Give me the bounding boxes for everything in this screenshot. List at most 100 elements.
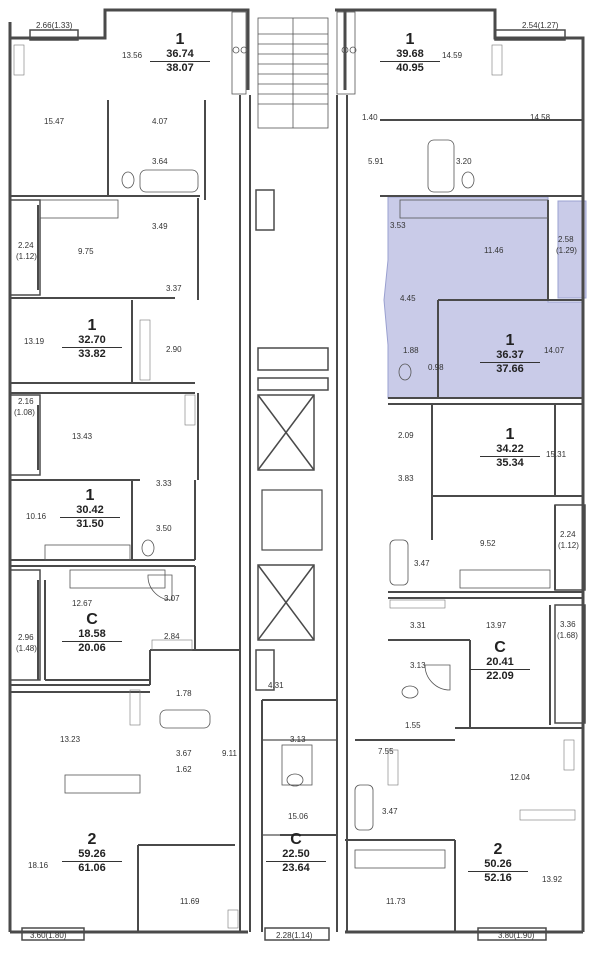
apartment-total-area: 22.09 (470, 669, 530, 683)
apartment-total-area: 38.07 (150, 61, 210, 75)
room-area: (1.12) (16, 252, 37, 261)
room-area: 15.47 (44, 117, 65, 126)
room-area: 2.16 (18, 397, 34, 406)
kitchen-fixtures (39, 11, 551, 869)
room-area: 4.31 (268, 681, 284, 690)
apartment-area: 39.68 (396, 48, 424, 60)
room-area: 3.47 (382, 807, 398, 816)
room-area: (1.12) (558, 541, 579, 550)
room-area: 13.43 (72, 432, 93, 441)
room-area: 3.49 (152, 222, 168, 231)
apartment-total-area: 23.64 (266, 861, 326, 875)
apartment-total-area: 20.06 (62, 641, 122, 655)
apartment-total-area: 33.82 (62, 347, 122, 361)
apartment-area: 30.42 (76, 504, 104, 516)
room-area: 3.67 (176, 749, 192, 758)
room-area: 3.60(1.80) (30, 931, 67, 940)
room-area: 13.19 (24, 337, 45, 346)
apartment-10-label: С 22.50 23.64 (266, 832, 326, 875)
apartment-area: 36.37 (496, 349, 524, 361)
room-area: 1.55 (405, 721, 421, 730)
outer-walls (8, 8, 585, 934)
room-area: 3.53 (390, 221, 406, 230)
room-area: 2.24 (560, 530, 576, 539)
room-area: 10.16 (26, 512, 47, 521)
staircase (257, 17, 329, 129)
room-area: 1.88 (403, 346, 419, 355)
bathroom-fixtures (121, 139, 475, 831)
room-area: 3.31 (410, 621, 426, 630)
apartment-11-label: 2 50.26 52.16 (468, 842, 528, 885)
apartment-rooms: С (86, 611, 98, 628)
room-area: 4.45 (400, 294, 416, 303)
room-area: 0.98 (428, 363, 444, 372)
room-area: 18.16 (28, 861, 49, 870)
room-area: 13.23 (60, 735, 81, 744)
apartment-1-label: 1 36.74 38.07 (150, 32, 210, 75)
room-area: 3.13 (410, 661, 426, 670)
room-area: 9.11 (222, 749, 237, 758)
apartment-total-area: 31.50 (60, 517, 120, 531)
apartment-area: 59.26 (78, 848, 106, 860)
room-area: 3.50 (156, 524, 172, 533)
room-area: 1.62 (176, 765, 192, 774)
apartment-rooms: 1 (505, 332, 515, 349)
room-area: 11.69 (180, 897, 200, 906)
room-area: 3.20 (456, 157, 472, 166)
room-area: 7.55 (378, 747, 394, 756)
room-area: 11.73 (386, 897, 406, 906)
room-area: 3.33 (156, 479, 172, 488)
room-area: 2.58 (558, 235, 574, 244)
room-area: 11.46 (484, 246, 504, 255)
room-area: 1.40 (362, 113, 378, 122)
apartment-rooms: 1 (175, 31, 185, 48)
apartment-2-label: 1 39.68 40.95 (380, 32, 440, 75)
room-area: 2.96 (18, 633, 34, 642)
apartment-rooms: 2 (87, 831, 97, 848)
elevator-shafts (255, 189, 329, 691)
room-area: 2.28(1.14) (276, 931, 313, 940)
apartment-total-area: 40.95 (380, 61, 440, 75)
apartment-area: 18.58 (78, 628, 106, 640)
room-area: 5.91 (368, 157, 384, 166)
apartment-area: 20.41 (486, 656, 514, 668)
apartment-4-label[interactable]: 1 36.37 37.66 (480, 333, 540, 376)
balconies (9, 29, 586, 941)
room-area: (1.48) (16, 644, 37, 653)
room-area: 15.06 (288, 812, 309, 821)
room-area: 3.36 (560, 620, 576, 629)
room-area: 3.37 (166, 284, 182, 293)
apartment-total-area: 37.66 (480, 362, 540, 376)
room-area: 3.64 (152, 157, 168, 166)
apartment-rooms: С (494, 639, 506, 656)
apartment-total-area: 35.34 (480, 456, 540, 470)
apartment-9-label: 2 59.26 61.06 (62, 832, 122, 875)
apartment-rooms: 1 (505, 426, 515, 443)
apartment-6-label: 1 30.42 31.50 (60, 488, 120, 531)
apartment-area: 36.74 (166, 48, 194, 60)
apartment-area: 32.70 (78, 334, 106, 346)
room-area: 2.84 (164, 632, 180, 641)
wardrobe-hatching (13, 44, 576, 929)
apartment-7-label: С 18.58 20.06 (62, 612, 122, 655)
apartment-total-area: 61.06 (62, 861, 122, 875)
interior-walls (10, 95, 583, 932)
room-area: 3.07 (164, 594, 180, 603)
room-area: 15.31 (546, 450, 567, 459)
room-area: 12.67 (72, 599, 93, 608)
apartment-rooms: 2 (493, 841, 503, 858)
apartment-5-label: 1 34.22 35.34 (480, 427, 540, 470)
room-area: 2.09 (398, 431, 414, 440)
apartment-rooms: С (290, 831, 302, 848)
room-area: 4.07 (152, 117, 168, 126)
room-area: 12.04 (510, 773, 531, 782)
apartment-area: 34.22 (496, 443, 524, 455)
highlighted-apartment[interactable] (383, 196, 587, 399)
room-area: 14.58 (530, 113, 551, 122)
apartment-total-area: 52.16 (468, 871, 528, 885)
room-area: 14.59 (442, 51, 463, 60)
room-area: 9.52 (480, 539, 496, 548)
apartment-3-label: 1 32.70 33.82 (62, 318, 122, 361)
room-area: 3.47 (414, 559, 430, 568)
